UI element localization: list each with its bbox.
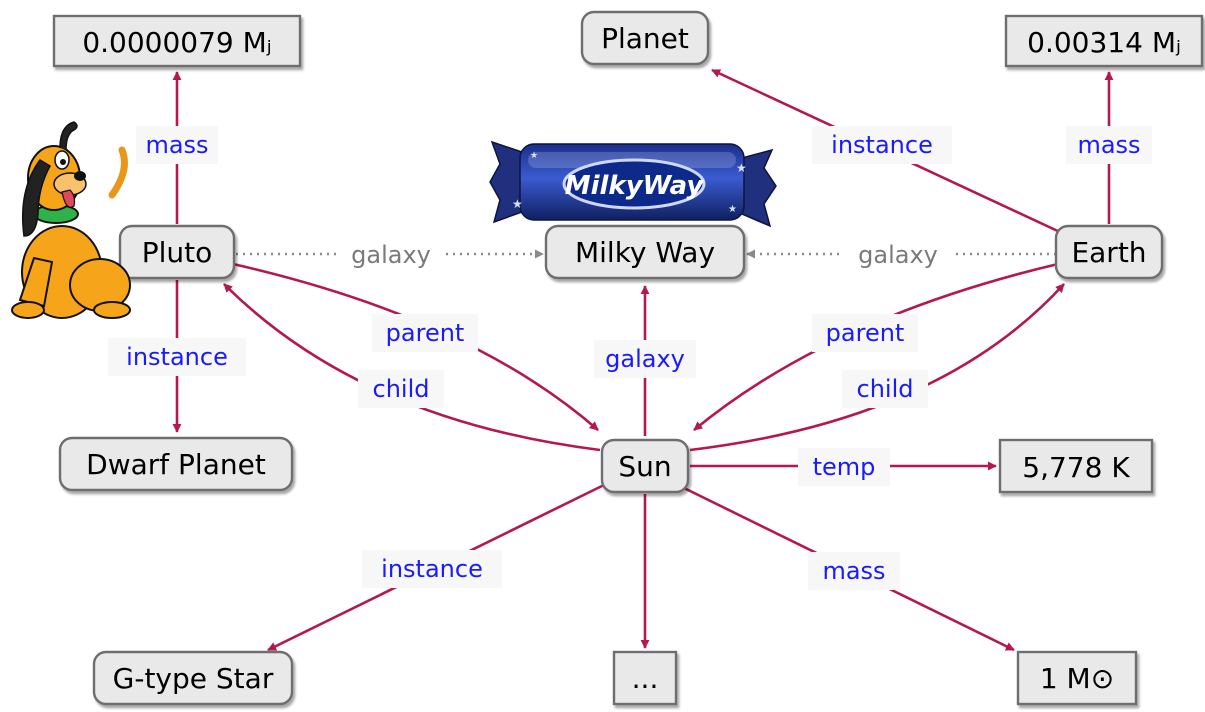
node-ellipsis-label: ... (632, 662, 659, 695)
edge-sun-child-pluto (223, 283, 601, 452)
node-sun-mass-label: 1 M⊙ (1040, 662, 1114, 695)
node-pluto-mass (52, 14, 302, 68)
node-milky-way (544, 224, 746, 280)
label-pluto-child: child (373, 375, 430, 403)
node-ellipsis (612, 650, 678, 706)
svg-text:★: ★ (728, 204, 737, 215)
edge-labels: mass instance mass instance galaxy galax… (108, 126, 1152, 590)
node-pluto-label: Pluto (142, 236, 213, 269)
label-earth-child: child (857, 375, 914, 403)
node-dwarf-planet (58, 436, 294, 492)
label-sun-temp: temp (813, 453, 876, 481)
node-planet (580, 10, 710, 66)
nodes: 0.0000079 Mⱼ 0.00314 Mⱼ 5,778 K ... 1 M⊙… (52, 10, 1204, 706)
node-sun-label: Sun (618, 450, 671, 483)
node-sun-mass (1016, 650, 1138, 706)
node-earth-label: Earth (1071, 236, 1146, 269)
candy-wrapper-logo-text: MilkyWay (565, 171, 705, 201)
label-earth-galaxy: galaxy (858, 241, 938, 269)
node-g-type-star (92, 650, 294, 706)
node-pluto-mass-label: 0.0000079 Mⱼ (82, 26, 271, 59)
pluto-dog-image (11, 121, 131, 319)
node-earth-mass (1004, 14, 1204, 68)
label-pluto-galaxy: galaxy (351, 241, 431, 269)
svg-text:★: ★ (512, 197, 523, 211)
node-earth (1054, 224, 1164, 280)
label-earth-mass: mass (1077, 131, 1140, 159)
node-sun-temp-label: 5,778 K (1022, 451, 1130, 484)
edge-sun-child-earth (689, 283, 1065, 452)
label-pluto-instance: instance (126, 343, 228, 371)
label-pluto-parent: parent (386, 319, 465, 347)
node-planet-label: Planet (601, 22, 689, 55)
node-earth-mass-label: 0.00314 Mⱼ (1027, 26, 1181, 59)
label-sun-mass: mass (822, 557, 885, 585)
node-pluto (118, 224, 236, 280)
label-earth-parent: parent (826, 319, 905, 347)
svg-text:★: ★ (736, 161, 747, 175)
label-pluto-mass: mass (145, 131, 208, 159)
node-dwarf-planet-label: Dwarf Planet (86, 448, 266, 481)
label-sun-instance: instance (381, 555, 483, 583)
label-sun-galaxy: galaxy (605, 345, 685, 373)
label-earth-instance: instance (831, 131, 933, 159)
milky-way-candy-image: ★ ★ ★ ★ MilkyWay (489, 140, 777, 228)
svg-text:★: ★ (530, 151, 538, 161)
node-milky-way-label: Milky Way (575, 236, 715, 269)
node-sun-temp (998, 438, 1154, 494)
node-sun (600, 438, 690, 494)
node-g-type-star-label: G-type Star (113, 662, 274, 695)
